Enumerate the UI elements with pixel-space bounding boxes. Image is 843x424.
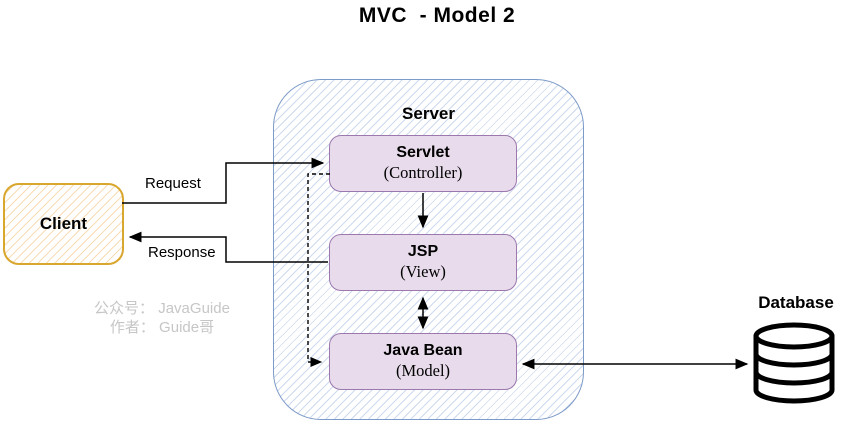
javabean-node: Java Bean (Model): [329, 333, 517, 390]
request-label: Request: [145, 175, 201, 192]
jsp-role: (View): [400, 262, 446, 282]
jsp-name: JSP: [407, 243, 439, 261]
javabean-role: (Model): [395, 361, 451, 381]
javabean-name: Java Bean: [383, 342, 463, 360]
server-label: Server: [402, 104, 455, 123]
watermark-line2: 作者： Guide哥: [109, 319, 215, 336]
jsp-node: JSP (View): [329, 234, 517, 291]
database-label: Database: [758, 293, 834, 312]
response-label: Response: [148, 244, 216, 261]
client-label: Client: [39, 214, 88, 233]
watermark: 公众号： JavaGuide 作者： Guide哥: [70, 299, 254, 337]
servlet-node: Servlet (Controller): [329, 135, 517, 192]
servlet-name: Servlet: [396, 144, 450, 162]
diagram-title: MVC - Model 2: [358, 4, 516, 27]
client-node: Client: [3, 183, 124, 265]
watermark-line1: 公众号： JavaGuide: [94, 300, 230, 317]
servlet-role: (Controller): [383, 163, 463, 183]
database-cylinder-icon: [753, 322, 835, 404]
